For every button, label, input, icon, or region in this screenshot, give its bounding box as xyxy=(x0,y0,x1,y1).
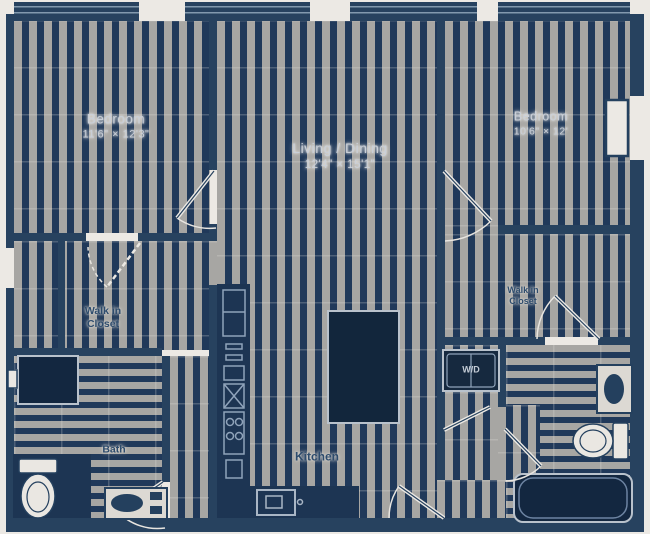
label-line: Walk in xyxy=(84,304,122,317)
kitchen-counter-bottom xyxy=(217,486,359,518)
living-dining-label: Living / Dining 12'4" × 15'1" xyxy=(292,140,387,172)
wall-bath-left-north xyxy=(14,348,162,356)
bathtub-right xyxy=(513,473,633,523)
room-name: Living / Dining xyxy=(292,140,388,157)
label-line: Closet xyxy=(509,296,537,306)
wall-hall-left-east xyxy=(209,285,217,520)
wall-bottom xyxy=(6,518,644,532)
stove-icon xyxy=(223,411,245,455)
hall-passage-floor xyxy=(209,241,217,285)
entry-passage-floor xyxy=(437,480,506,520)
window-gap xyxy=(310,2,350,21)
bedroom-left-label: Bedroom 11'6" × 12'3" xyxy=(83,112,150,143)
walk-in-closet-right-floor xyxy=(445,234,633,337)
room-name: Bedroom xyxy=(513,109,569,124)
bathtub-inner-line xyxy=(518,477,628,519)
label-line: Walk in xyxy=(507,284,539,295)
walk-in-closet-left-floor xyxy=(14,241,209,350)
door-arcs xyxy=(87,217,556,530)
shower-handle-icon xyxy=(7,369,18,389)
wall-bedroom-left-south-a xyxy=(14,233,86,241)
room-dimensions: 11'6" × 12'3" xyxy=(82,128,150,141)
kitchen-island xyxy=(327,310,400,424)
wall-bedroom-right-south xyxy=(498,225,633,234)
room-dimensions: 12'4" × 15'1" xyxy=(304,158,376,171)
window-gap xyxy=(139,2,185,21)
wall-bedroom-left-south-b xyxy=(138,233,217,241)
kitchen-label: Kitchen xyxy=(294,449,340,464)
bedroom-right-floor xyxy=(445,20,633,225)
vanity-right-icon xyxy=(596,364,633,414)
door-leaf-cores xyxy=(118,170,600,519)
hall-left-floor xyxy=(170,356,209,520)
washer-dryer-icon xyxy=(446,353,496,388)
wall-laundry-east xyxy=(498,345,506,407)
room-dimensions: 10'6" × 12' xyxy=(513,125,569,138)
wall-right-zone-west xyxy=(437,234,445,480)
shower-left xyxy=(17,355,79,405)
toilet-left-icon xyxy=(18,458,58,519)
wall-bedroom-left-east-stub xyxy=(209,224,217,241)
walk-in-closet-right-label: Walk in Closet xyxy=(507,285,538,308)
wall-bath-left-east xyxy=(162,356,170,482)
wall-bedroom-right-west xyxy=(437,20,445,234)
toilet-right-icon xyxy=(572,422,629,460)
walk-in-closet-left-label: Walk in Closet xyxy=(85,305,121,331)
living-dining-floor xyxy=(217,20,437,520)
bedroom-right-label: Bedroom 10'6" × 12' xyxy=(514,110,568,139)
label-line: Closet xyxy=(86,318,120,330)
room-name: Bedroom xyxy=(86,111,146,127)
kitchen-appliances xyxy=(222,289,246,479)
door-leaves xyxy=(106,169,601,520)
kitchen-sink-icon xyxy=(223,383,245,409)
kitchen-bottom-sink-icon xyxy=(256,489,304,516)
wall-bedroom-left-east xyxy=(209,20,217,170)
wall-closet-right-south-a xyxy=(445,337,545,345)
wall-left-notch xyxy=(6,248,14,288)
wall-closet-left-divider xyxy=(58,241,65,351)
wall-closet-right-south-b xyxy=(598,337,633,345)
washer-dryer-label: W/D xyxy=(462,364,480,375)
bedroom-right-doorway-floor xyxy=(445,225,498,234)
wall-right-bay-notch xyxy=(630,96,644,160)
fridge-icon xyxy=(222,289,246,337)
bath-label: Bath xyxy=(102,443,126,456)
bedroom-left-floor xyxy=(14,20,210,233)
bay-window-seat xyxy=(604,98,630,158)
vanity-left-icon xyxy=(104,487,168,520)
window-gap xyxy=(477,2,498,21)
